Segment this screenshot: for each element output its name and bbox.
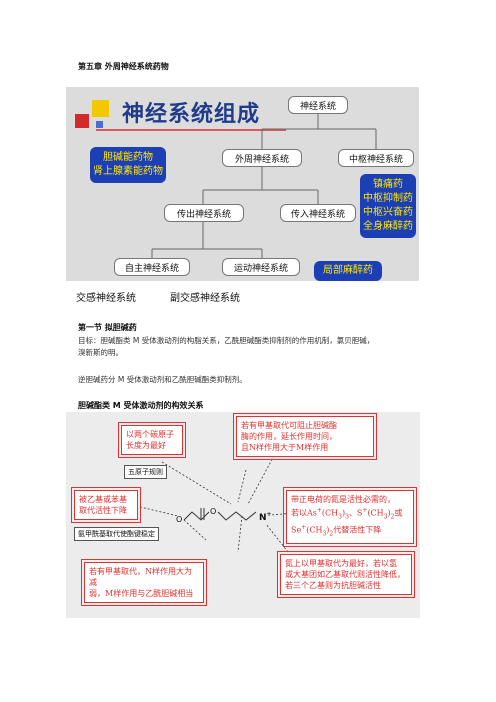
box-line: 肾上腺素能药物 — [93, 166, 163, 177]
label-parasympathetic: 副交感神经系统 — [170, 293, 240, 304]
tag-carbamoyl: 氨甲酰基取代使酯键稳定 — [74, 527, 159, 541]
atom-nitrogen: N+ — [259, 511, 272, 523]
box-line: 氮上以甲基取代为最好，若以氢 — [285, 559, 397, 568]
deco-square-blue — [96, 121, 103, 128]
box-line: 若三个乙基则为抗胆碱活性 — [285, 581, 381, 590]
node-efferent: 传出神经系统 — [164, 204, 244, 222]
objective-line-1: 目标：胆碱酯类 M 受体激动剂的构脂关系，乙酰胆碱酯类抑制剂的作用机制，氯贝胆碱… — [78, 336, 375, 345]
box-methyl-n-action: 若有甲基取代，N样作用大为减 弱，M样作用与乙酰胆碱相当 — [81, 559, 207, 606]
subscript: 3 — [322, 530, 327, 538]
box-line: 若有甲基取代可阻止胆碱酯 — [241, 421, 337, 430]
objective-line-2: 溴新斯的明。 — [78, 348, 123, 357]
node-afferent: 传入神经系统 — [280, 204, 356, 222]
n-charge: + — [266, 511, 272, 518]
box-peripheral-drugs: 胆碱能药物 肾上腺素能药物 — [90, 147, 166, 183]
box-chain-length: 以两个碳原子 长度为最好 — [118, 422, 186, 458]
box-line: 胆碱能药物 — [103, 152, 153, 163]
box-line: 且N样作用大于M样作用 — [241, 443, 329, 452]
subscript: 2 — [390, 513, 395, 521]
subscript: 3 — [383, 513, 388, 521]
text-run: ) — [341, 508, 346, 518]
node-peripheral: 外周神经系统 — [222, 149, 302, 167]
box-ethyl-phenyl: 被乙基或苯基 取代活性下降 — [71, 487, 141, 523]
deco-line — [96, 129, 286, 131]
box-line: 中枢抑制药 — [363, 193, 413, 204]
box-line: 若以As+(CH3)3、S+(CH3)2或 — [291, 505, 409, 522]
box-line: 若有甲基取代，N样作用大为减 — [89, 567, 192, 587]
text-run: (CH — [321, 508, 339, 518]
box-n-substitution: 氮上以甲基取代为最好，若以氢 或大基团如乙基取代则活性降低， 若三个乙基则为抗胆… — [277, 551, 415, 598]
tree-connectors — [151, 114, 377, 258]
box-line: 以两个碳原子 — [126, 430, 174, 439]
box-line: 镇痛药 — [373, 179, 403, 190]
text-run: ) — [387, 508, 391, 518]
section-title: 第一节 拟胆碱药 — [78, 323, 137, 332]
box-line: 长度为最好 — [126, 441, 166, 450]
text-run: 、S — [348, 508, 363, 518]
text-run: ) — [326, 525, 330, 535]
text-run: (CH — [367, 508, 384, 518]
text-run: 若以As — [291, 508, 317, 518]
node-autonomic: 自主神经系统 — [114, 258, 190, 276]
label-sympathetic: 交感神经系统 — [76, 293, 136, 304]
charge: + — [362, 507, 368, 514]
subscript: 3 — [338, 513, 342, 521]
box-line: Se+(CH3)2代替活性下降 — [291, 522, 409, 539]
text-run: Se — [291, 525, 302, 535]
box-central-drugs: 镇痛药 中枢抑制药 中枢兴奋药 全身麻醉药 — [360, 174, 416, 238]
deco-square-yellow — [92, 100, 109, 117]
diagram-title: 神经系统组成 — [122, 101, 261, 127]
text-run: 代替活性下降 — [333, 525, 382, 535]
node-motor: 运动神经系统 — [222, 258, 300, 276]
node-central: 中枢神经系统 — [338, 149, 414, 167]
subsection-title: 胆碱酯类 M 受体激动剂的构效关系 — [78, 401, 204, 410]
box-line: 弱，M样作用与乙酰胆碱相当 — [89, 589, 194, 598]
n-symbol: N — [259, 513, 267, 523]
subscript: 3 — [345, 513, 349, 521]
box-line: 带正电荷的氮是活性必需的， — [291, 495, 395, 504]
sar-diagram: O O N+ 以两个碳原子 长度为最好 五原子规则 若有甲基取代可阻止胆碱酯 酶… — [66, 412, 420, 618]
node-nervous-system: 神经系统 — [288, 96, 348, 114]
box-line: 局部麻醉药 — [323, 265, 373, 276]
box-line: 或大基团如乙基取代则活性降低， — [285, 570, 405, 579]
box-line: 被乙基或苯基 — [79, 495, 127, 504]
box-local-anesthetic: 局部麻醉药 — [314, 261, 382, 281]
tag-five-atom-rule: 五原子规则 — [124, 465, 167, 479]
nervous-system-diagram: 神经系统组成 神经系统 外周神经系统 中枢神经系统 传出神经系统 传入神经系统 … — [66, 87, 419, 309]
atom-oxygen: O — [176, 515, 183, 524]
text-run: 或 — [394, 508, 403, 518]
box-line: 酶的作用，延长作用时间， — [241, 432, 337, 441]
atom-oxygen: O — [210, 507, 217, 516]
classification-paragraph: 逆胆碱药分 M 受体激动剂和乙酰胆碱酯类抑制剂。 — [78, 375, 247, 384]
box-line: 中枢兴奋药 — [363, 207, 413, 218]
chapter-title: 第五章 外周神经系统药物 — [78, 62, 169, 71]
deco-square-red — [75, 114, 89, 128]
subscript: 2 — [329, 530, 334, 538]
charge: + — [316, 507, 322, 514]
box-line: 全身麻醉药 — [363, 221, 413, 232]
box-line: 取代活性下降 — [79, 506, 127, 515]
text-run: (CH — [306, 525, 323, 535]
box-methyl-choline: 若有甲基取代可阻止胆碱酯 酶的作用，延长作用时间， 且N样作用大于M样作用 — [233, 413, 377, 460]
charge: + — [301, 524, 307, 532]
box-charged-nitrogen: 带正电荷的氮是活性必需的， 若以As+(CH3)3、S+(CH3)2或 Se+(… — [283, 487, 417, 547]
